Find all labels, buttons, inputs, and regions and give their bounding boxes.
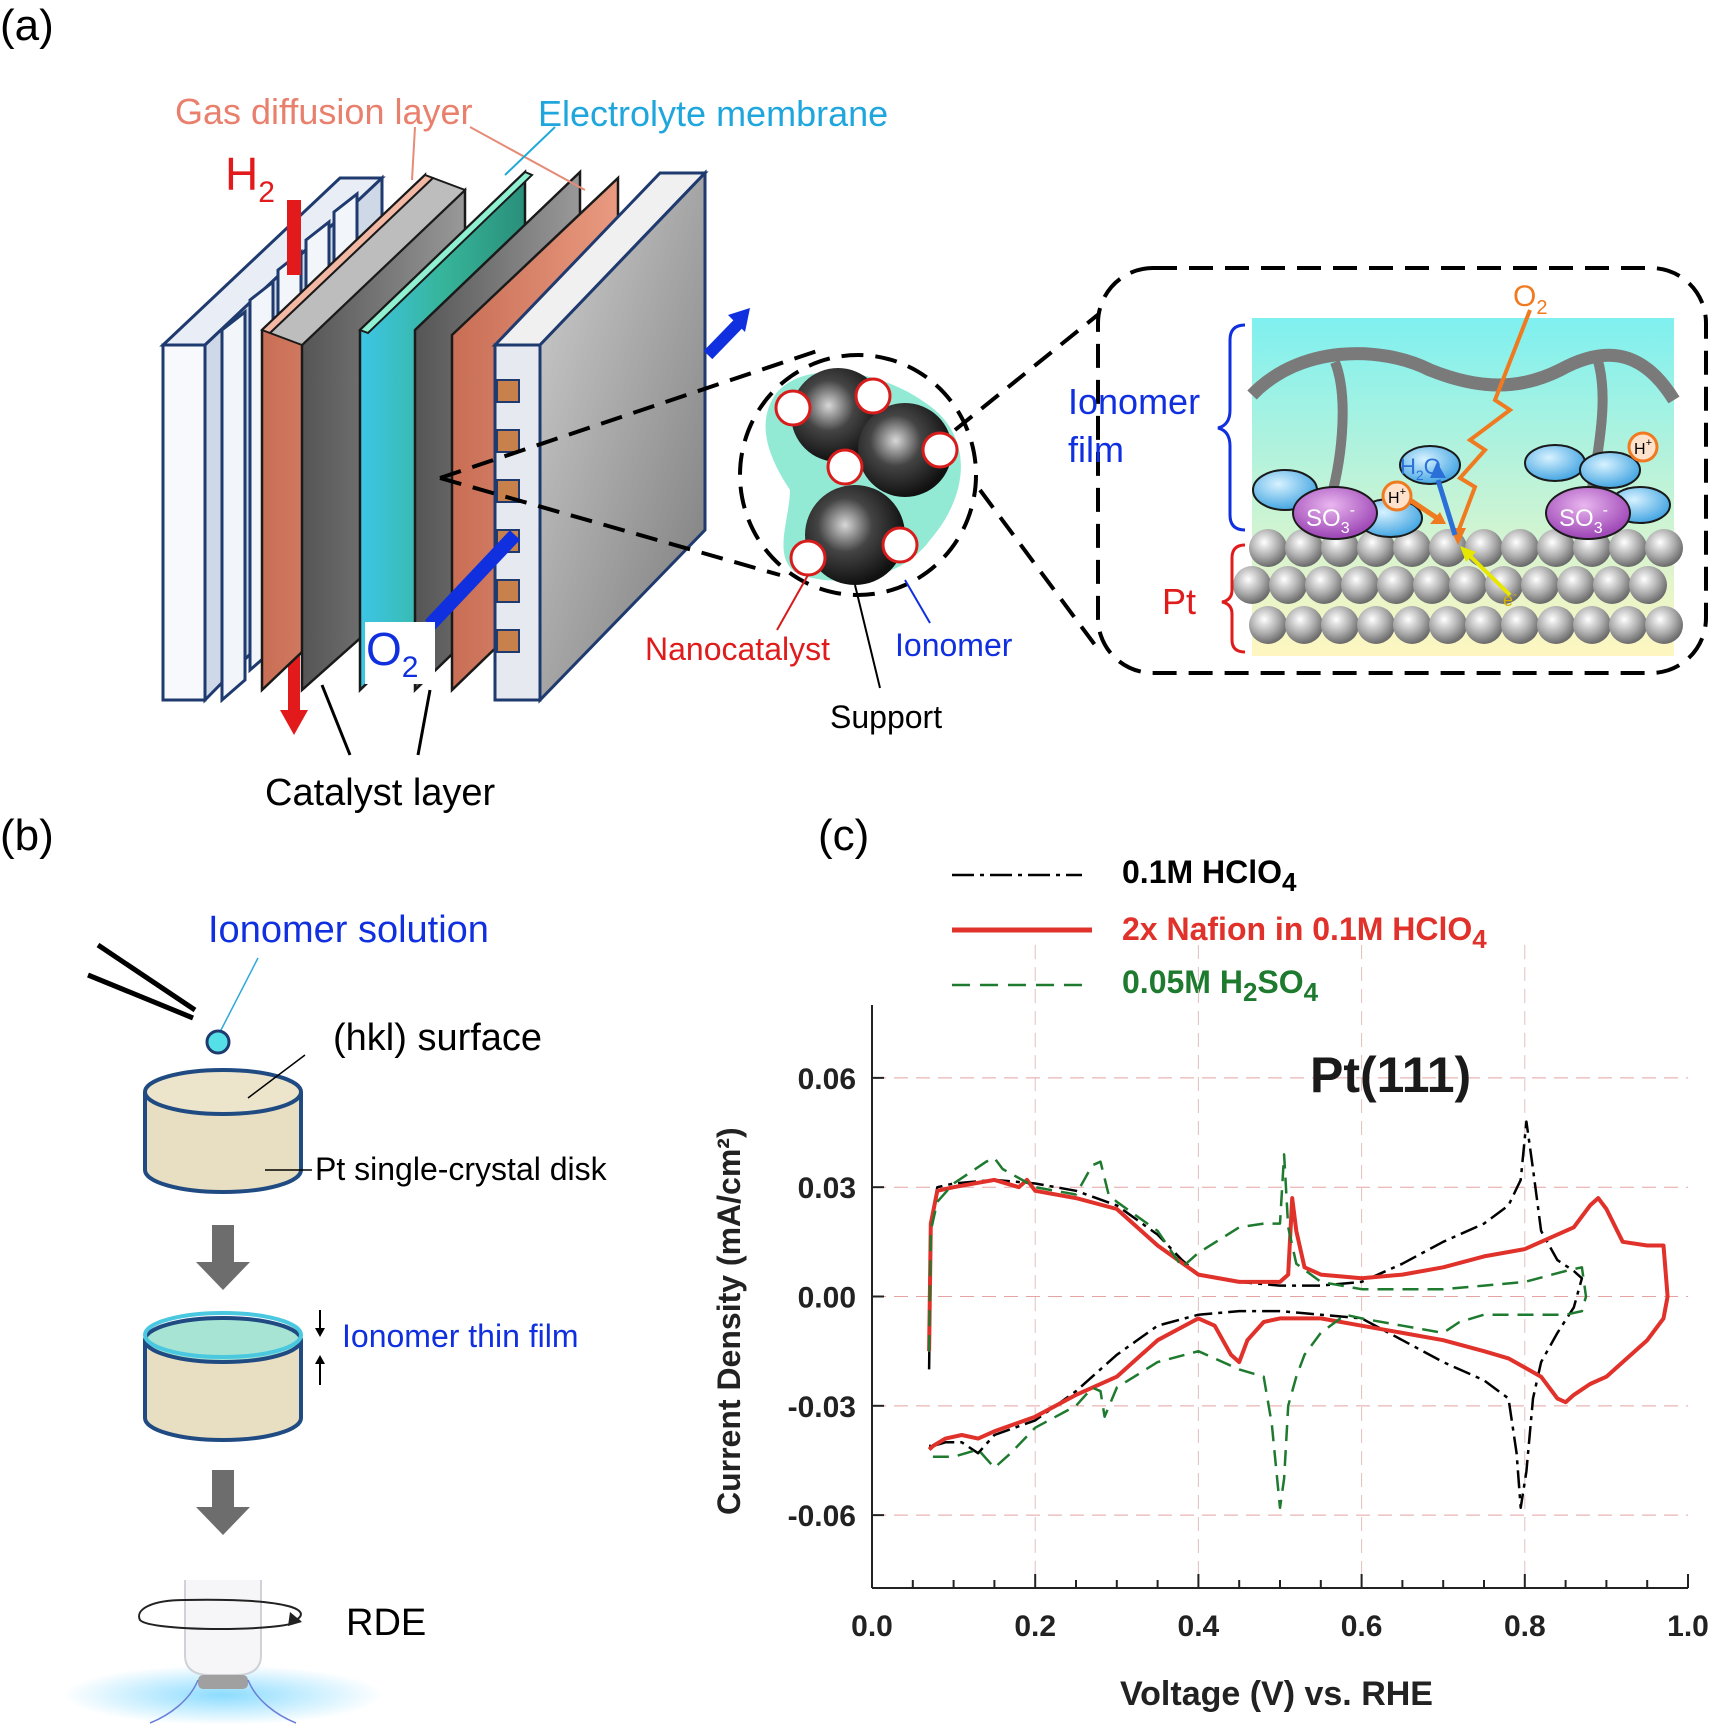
x-tick-label: 0.6 bbox=[1341, 1610, 1383, 1643]
pt-atom bbox=[1341, 566, 1379, 604]
x-tick-label: 0.2 bbox=[1014, 1610, 1056, 1643]
legend-label-hclo4: 0.1M HClO4 bbox=[1122, 854, 1297, 897]
o2-flow-arrows bbox=[424, 308, 750, 630]
inset-o2-label: O2 bbox=[1513, 280, 1547, 319]
pt-atom bbox=[1269, 566, 1307, 604]
pt-atom bbox=[1249, 606, 1287, 644]
h2-label: H2 bbox=[225, 148, 275, 209]
pt-atom bbox=[1593, 566, 1631, 604]
interface-inset: SO3- SO3- H+ H+ H2O O2 e- bbox=[1096, 266, 1708, 675]
series-line-0 bbox=[927, 1120, 1584, 1510]
y-tick-label: 0.06 bbox=[798, 1063, 856, 1096]
x-tick-label: 0.4 bbox=[1178, 1610, 1220, 1643]
nanocatalyst-label: Nanocatalyst bbox=[645, 631, 830, 667]
y-tick-label: 0.00 bbox=[798, 1282, 856, 1315]
pt-surface-atoms bbox=[1233, 529, 1683, 644]
so3-label-1: SO3- bbox=[1306, 502, 1355, 537]
pt-atom bbox=[1249, 529, 1287, 567]
pt-atom bbox=[1645, 529, 1683, 567]
pt-atom bbox=[1501, 529, 1539, 567]
catalyst-layer-label: Catalyst layer bbox=[265, 772, 496, 814]
series-line-2 bbox=[927, 1153, 1588, 1510]
x-tick-label: 0.8 bbox=[1504, 1610, 1546, 1643]
rde-label: RDE bbox=[346, 1602, 426, 1644]
fuel-cell-stack bbox=[159, 169, 821, 735]
so3-label-2: SO3- bbox=[1559, 502, 1608, 537]
leader-lines bbox=[320, 126, 586, 756]
x-tick-label: 0.0 bbox=[851, 1610, 893, 1643]
pt-atom bbox=[1305, 566, 1343, 604]
legend: 0.1M HClO4 2x Nafion in 0.1M HClO4 0.05M… bbox=[952, 854, 1487, 1007]
pt-atom bbox=[1465, 529, 1503, 567]
panel-c-tag: (c) bbox=[818, 811, 869, 860]
pt-atom bbox=[1521, 566, 1559, 604]
cathode-flow-plate bbox=[491, 169, 709, 704]
legend-label-h2so4: 0.05M H2SO4 bbox=[1122, 964, 1319, 1007]
y-tick-label: -0.03 bbox=[788, 1391, 856, 1424]
pt-atom bbox=[1485, 566, 1523, 604]
pt-atom bbox=[1557, 566, 1595, 604]
pt-atom bbox=[1413, 566, 1451, 604]
pt-atom bbox=[1645, 606, 1683, 644]
pt-atom bbox=[1573, 606, 1611, 644]
ionomer-label: Ionomer bbox=[895, 627, 1013, 663]
preparation-schematic bbox=[63, 942, 383, 1725]
ionomer-droplet bbox=[205, 1029, 231, 1055]
pt-atom bbox=[1285, 606, 1323, 644]
hplus-label-2: H+ bbox=[1634, 437, 1652, 458]
thin-film-label: Ionomer thin film bbox=[342, 1318, 579, 1354]
pt-atom bbox=[1609, 529, 1647, 567]
pt-atom bbox=[1377, 566, 1415, 604]
chart-title: Pt(111) bbox=[1310, 1047, 1471, 1103]
electron-label: e- bbox=[1503, 587, 1517, 610]
pt-label: Pt bbox=[1162, 581, 1196, 622]
pt-atom bbox=[1629, 566, 1667, 604]
pt-atom bbox=[1285, 529, 1323, 567]
pt-atom bbox=[1465, 606, 1503, 644]
panel-a-tag: (a) bbox=[0, 1, 54, 50]
pt-atom bbox=[1449, 566, 1487, 604]
ionomer-film-label-2: film bbox=[1068, 429, 1124, 470]
pt-atom bbox=[1393, 529, 1431, 567]
pt-atom bbox=[1357, 606, 1395, 644]
pt-atom bbox=[1357, 529, 1395, 567]
hplus-label-1: H+ bbox=[1388, 486, 1406, 507]
pt-atom bbox=[1233, 566, 1271, 604]
support-label: Support bbox=[830, 699, 942, 735]
pt-atom bbox=[1537, 606, 1575, 644]
pt-atom bbox=[1609, 606, 1647, 644]
y-axis-title: Current Density (mA/cm²) bbox=[711, 1127, 747, 1515]
x-axis-title: Voltage (V) vs. RHE bbox=[1120, 1675, 1433, 1713]
cv-chart: 0.0 0.2 0.4 0.6 0.8 1.0 0.06 0.03 0.00 -0.03 -0.06 bbox=[788, 945, 1709, 1643]
hkl-surface-label: (hkl) surface bbox=[333, 1017, 542, 1059]
panel-b-tag: (b) bbox=[0, 811, 54, 860]
pt-atom bbox=[1393, 606, 1431, 644]
pt-atom bbox=[1321, 606, 1359, 644]
ionomer-film-label-1: Ionomer bbox=[1068, 381, 1200, 422]
o2-label: O2 bbox=[366, 623, 418, 684]
ionomer-solution-label: Ionomer solution bbox=[208, 909, 489, 951]
membrane-label: Electrolyte membrane bbox=[538, 93, 888, 134]
pt-atom bbox=[1537, 529, 1575, 567]
gdl-label: Gas diffusion layer bbox=[175, 91, 473, 132]
y-tick-label: -0.06 bbox=[788, 1500, 856, 1533]
pt-atom bbox=[1501, 606, 1539, 644]
disk-label: Pt single-crystal disk bbox=[315, 1151, 608, 1187]
legend-label-nafion: 2x Nafion in 0.1M HClO4 bbox=[1122, 911, 1487, 954]
x-tick-label: 1.0 bbox=[1667, 1610, 1709, 1643]
nanocatalyst-cluster bbox=[738, 353, 978, 689]
pt-atom bbox=[1429, 606, 1467, 644]
y-tick-label: 0.03 bbox=[798, 1172, 856, 1205]
